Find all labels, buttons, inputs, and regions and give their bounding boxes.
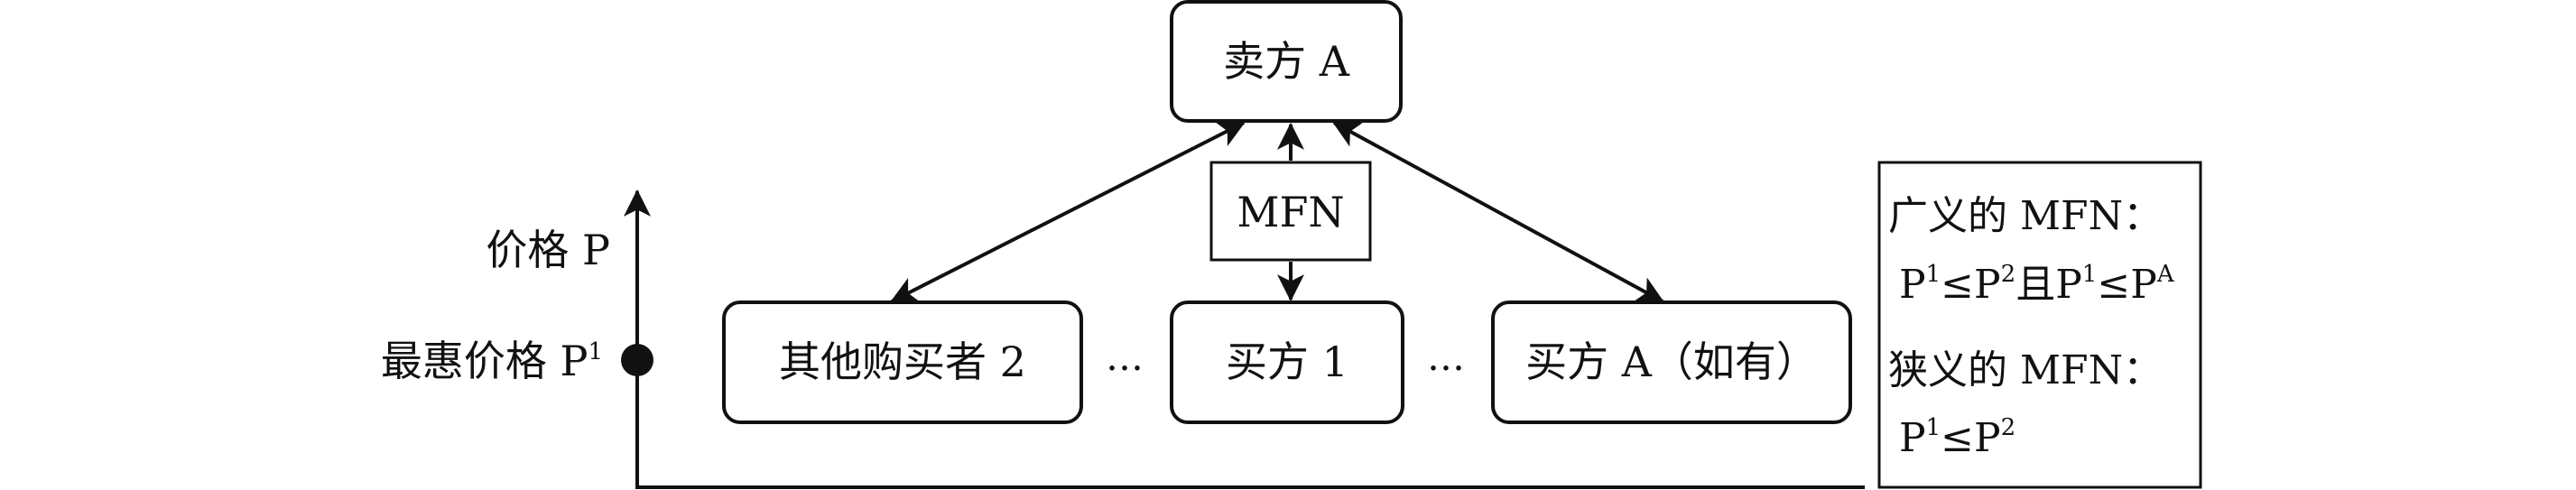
buyer-node-1: 买方 1	[1170, 300, 1404, 424]
mfn-node: MFN	[1209, 161, 1372, 262]
best-price-dot	[621, 344, 653, 376]
buyer-node-A: 买方 A（如有）	[1491, 300, 1852, 424]
best-price-label: 最惠价格 P1	[381, 337, 603, 385]
buyer-node-other-2: 其他购买者 2	[722, 300, 1083, 424]
price-axis: 价格 P 最惠价格 P1	[381, 189, 1865, 489]
buyer-label-1: 买方 1	[1226, 337, 1348, 386]
mfn-legend: 广义的 MFN： P1≤P2且P1≤PA 狭义的 MFN： P1≤P2	[1877, 161, 2202, 489]
ellipsis-right: …	[1427, 335, 1469, 379]
ellipsis-left: …	[1106, 335, 1147, 379]
mfn-label: MFN	[1237, 188, 1344, 236]
arrow-seller-buyerA	[1332, 121, 1664, 303]
narrow-mfn-formula: P1≤P2	[1899, 414, 2015, 461]
connectors	[890, 121, 1664, 303]
buyer-label-other-2: 其他购买者 2	[779, 337, 1026, 386]
seller-label: 卖方 A	[1223, 37, 1350, 86]
broad-mfn-title: 广义的 MFN：	[1888, 193, 2163, 239]
seller-node: 卖方 A	[1170, 0, 1403, 123]
broad-mfn-formula: P1≤P2且P1≤PA	[1899, 261, 2175, 308]
narrow-mfn-title: 狭义的 MFN：	[1888, 347, 2163, 393]
arrow-seller-buyer2	[890, 121, 1246, 303]
buyer-label-A: 买方 A（如有）	[1525, 337, 1818, 386]
price-axis-label: 价格 P	[486, 226, 610, 274]
